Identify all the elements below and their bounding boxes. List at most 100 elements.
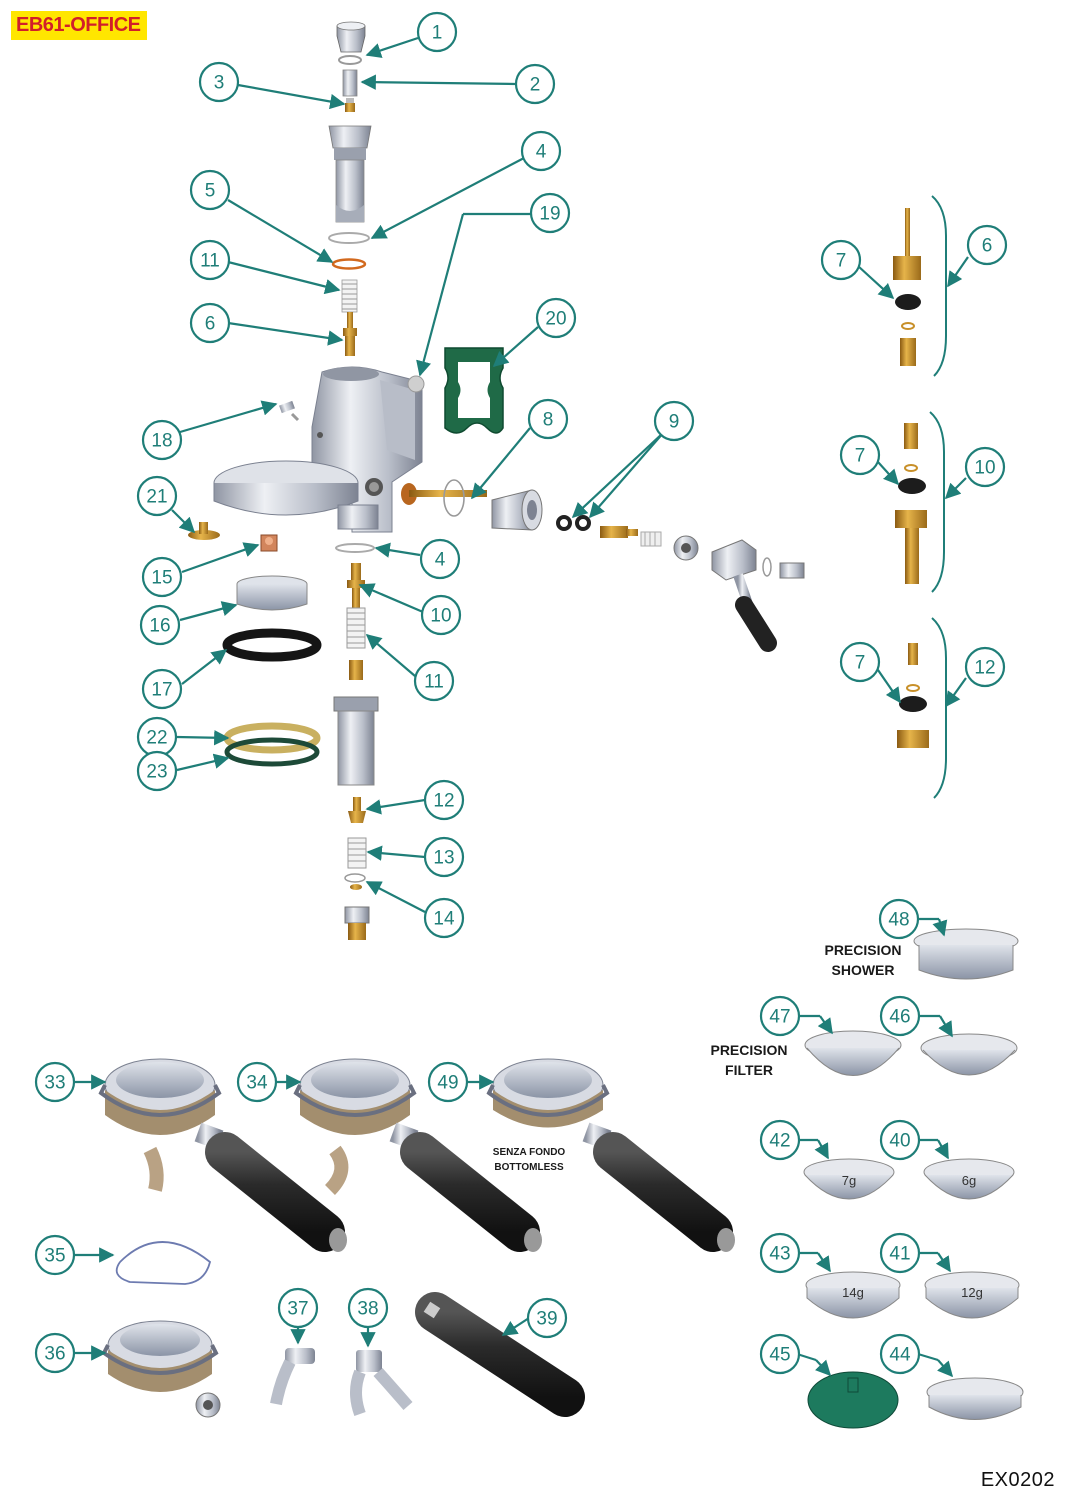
svg-text:49: 49 — [437, 1073, 458, 1094]
svg-text:2: 2 — [530, 75, 541, 96]
part-shower-holder — [328, 125, 372, 223]
part-gasket-17 — [222, 628, 322, 662]
basket-40 — [923, 1158, 1015, 1200]
part-nut-15 — [260, 534, 278, 552]
callout-16: 16 — [139, 604, 181, 646]
part-washer-9b — [575, 515, 591, 531]
callout-7-c: 7 — [839, 641, 881, 683]
model-badge: EB61-OFFICE — [11, 11, 147, 40]
part-valve-10 — [347, 563, 365, 608]
callout-15: 15 — [141, 556, 183, 598]
svg-text:20: 20 — [545, 309, 566, 330]
caption-filter-1: PRECISION — [710, 1042, 787, 1058]
callout-19: 19 — [529, 192, 571, 234]
part-oring-5 — [331, 258, 367, 270]
part-screw-3 — [345, 98, 355, 112]
svg-text:23: 23 — [146, 762, 167, 783]
svg-text:5: 5 — [205, 181, 216, 202]
callout-17: 17 — [141, 668, 183, 710]
callout-7-a: 7 — [820, 239, 862, 281]
part-washer-9a — [556, 515, 572, 531]
basket-label-6g: 6g — [962, 1173, 976, 1188]
callout-1: 1 — [416, 11, 458, 53]
callout-45: 45 — [759, 1333, 801, 1375]
portafilter-33 — [98, 1058, 347, 1252]
svg-text:9: 9 — [669, 412, 680, 433]
callout-46: 46 — [879, 995, 921, 1037]
svg-text:21: 21 — [146, 487, 167, 508]
callout-2: 2 — [514, 63, 556, 105]
callout-39: 39 — [526, 1297, 568, 1339]
caption-filter-2: FILTER — [725, 1062, 773, 1078]
basket-48 — [913, 928, 1019, 980]
caption-shower-1: PRECISION — [824, 942, 901, 958]
svg-text:48: 48 — [888, 910, 909, 931]
callout-4-mid: 4 — [419, 538, 461, 580]
svg-text:7: 7 — [855, 653, 866, 674]
part-spring-lever — [640, 531, 662, 547]
basket-label-12g: 12g — [961, 1285, 983, 1300]
callout-12: 12 — [423, 779, 465, 821]
handle-39 — [415, 1292, 585, 1417]
drawing-code: EX0202 — [980, 1469, 1055, 1491]
svg-text:16: 16 — [149, 616, 170, 637]
part-sleeve-2 — [342, 69, 358, 97]
callout-6-right: 6 — [966, 224, 1008, 266]
svg-text:1: 1 — [432, 23, 443, 44]
svg-text:15: 15 — [151, 568, 172, 589]
callout-22: 22 — [136, 716, 178, 758]
callout-14: 14 — [423, 897, 465, 939]
svg-text:34: 34 — [246, 1073, 268, 1094]
basket-label-7g: 7g — [842, 1173, 856, 1188]
spout-37 — [270, 1348, 315, 1406]
svg-text:45: 45 — [769, 1345, 790, 1366]
part-oring-1 — [338, 55, 362, 65]
part-gasket-20 — [444, 347, 504, 434]
part-clip-35 — [115, 1241, 212, 1285]
svg-text:10: 10 — [430, 606, 451, 627]
part-bush — [349, 660, 363, 680]
svg-text:41: 41 — [889, 1244, 910, 1265]
caption-shower-2: SHOWER — [832, 962, 895, 978]
svg-text:10: 10 — [974, 458, 995, 479]
basket-44 — [926, 1377, 1024, 1420]
blind-disc-45 — [807, 1371, 899, 1429]
callout-42: 42 — [759, 1119, 801, 1161]
callout-8: 8 — [527, 398, 569, 440]
basket-label-14g: 14g — [842, 1285, 864, 1300]
callout-34: 34 — [236, 1061, 278, 1103]
portafilter-49 — [486, 1058, 735, 1252]
callout-21: 21 — [136, 475, 178, 517]
callout-18: 18 — [141, 419, 183, 461]
svg-text:8: 8 — [543, 410, 554, 431]
svg-text:38: 38 — [357, 1299, 378, 1320]
svg-text:40: 40 — [889, 1131, 910, 1152]
part-lever-assembly — [711, 539, 805, 652]
callout-35: 35 — [34, 1234, 76, 1276]
callout-10-right: 10 — [964, 446, 1006, 488]
callout-5: 5 — [189, 169, 231, 211]
part-spring-11b — [346, 607, 366, 649]
svg-text:13: 13 — [433, 848, 454, 869]
basket-47 — [804, 1030, 902, 1076]
svg-text:33: 33 — [44, 1073, 65, 1094]
part-fitting — [344, 906, 370, 940]
svg-text:4: 4 — [435, 550, 446, 571]
basket-43 — [805, 1271, 901, 1319]
callout-10: 10 — [420, 594, 462, 636]
svg-text:44: 44 — [889, 1345, 911, 1366]
part-gasket-4b — [335, 543, 375, 553]
svg-text:18: 18 — [151, 431, 172, 452]
svg-text:17: 17 — [151, 680, 172, 701]
svg-text:11: 11 — [200, 251, 220, 272]
svg-text:6: 6 — [982, 236, 993, 257]
part-spring-11a — [341, 279, 358, 313]
callout-6: 6 — [189, 302, 231, 344]
callout-11-mid: 11 — [413, 660, 455, 702]
part-gasket-4a — [328, 232, 370, 244]
callout-12-right: 12 — [964, 646, 1006, 688]
svg-text:42: 42 — [769, 1131, 790, 1152]
callout-9: 9 — [653, 400, 695, 442]
svg-text:36: 36 — [44, 1344, 65, 1365]
